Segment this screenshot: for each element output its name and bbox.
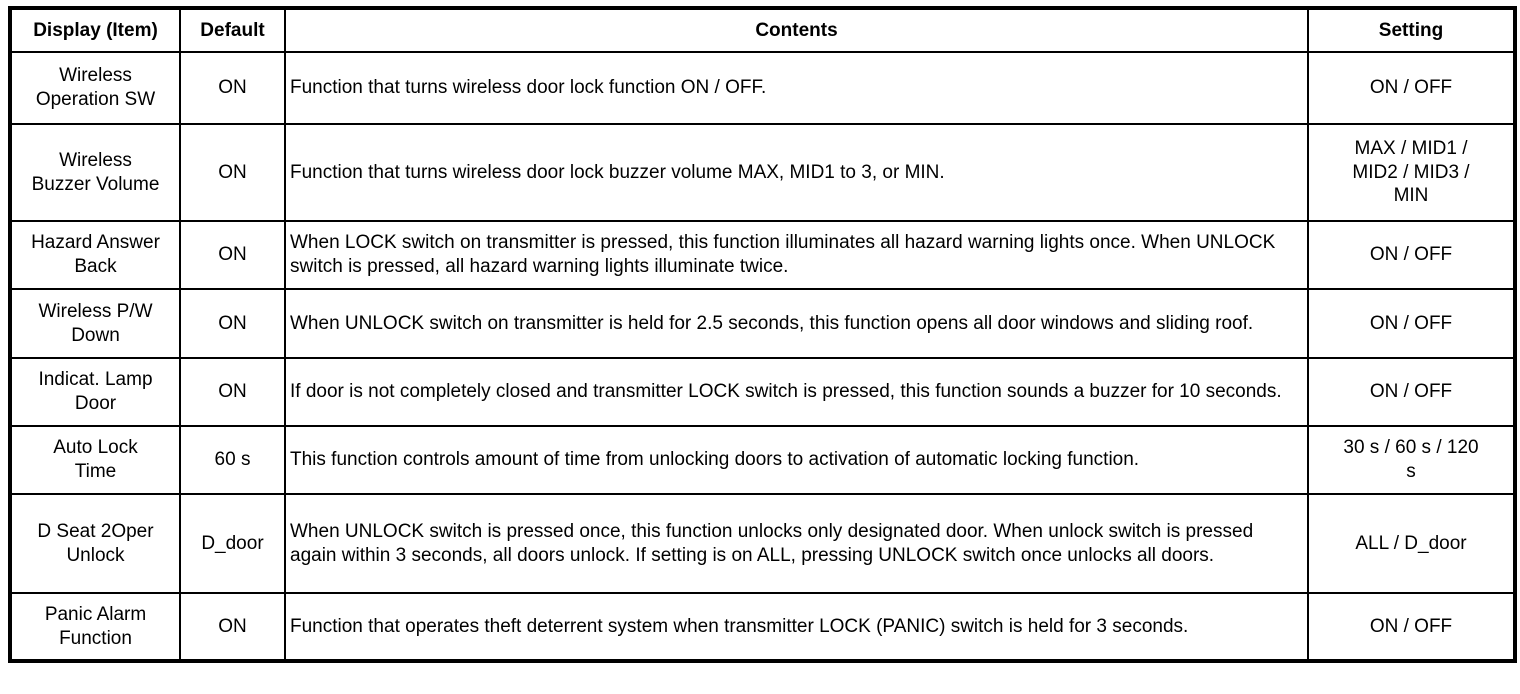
contents-cell: If door is not completely closed and tra… [284, 357, 1309, 427]
item-cell: Auto Lock Time [9, 425, 181, 495]
item-cell: Wireless Buzzer Volume [9, 123, 181, 222]
table-row: Wireless P/W Down ON When UNLOCK switch … [9, 288, 1516, 359]
item-cell: Panic Alarm Function [9, 592, 181, 662]
table-header-row: Display (Item) Default Contents Setting [9, 7, 1516, 53]
table-row: Auto Lock Time 60 s This function contro… [9, 425, 1516, 495]
item-cell: Indicat. Lamp Door [9, 357, 181, 427]
item-cell: Hazard Answer Back [9, 220, 181, 290]
contents-cell: Function that turns wireless door lock f… [284, 51, 1309, 125]
default-cell: ON [179, 357, 286, 427]
contents-cell: This function controls amount of time fr… [284, 425, 1309, 495]
setting-cell: ON / OFF [1307, 220, 1516, 290]
contents-cell: When UNLOCK switch on transmitter is hel… [284, 288, 1309, 359]
default-cell: ON [179, 288, 286, 359]
setting-cell: 30 s / 60 s / 120 s [1307, 425, 1516, 495]
setting-cell: ON / OFF [1307, 288, 1516, 359]
table-row: Hazard Answer Back ON When LOCK switch o… [9, 220, 1516, 290]
default-cell: ON [179, 220, 286, 290]
setting-cell: ON / OFF [1307, 51, 1516, 125]
default-cell: ON [179, 51, 286, 125]
table-row: Wireless Operation SW ON Function that t… [9, 51, 1516, 125]
contents-cell: Function that operates theft deterrent s… [284, 592, 1309, 662]
settings-table: Display (Item) Default Contents Setting … [8, 6, 1517, 663]
contents-cell: When LOCK switch on transmitter is press… [284, 220, 1309, 290]
default-cell: D_door [179, 493, 286, 594]
header-setting: Setting [1307, 7, 1516, 53]
setting-cell: ON / OFF [1307, 357, 1516, 427]
item-cell: Wireless Operation SW [9, 51, 181, 125]
table-row: D Seat 2Oper Unlock D_door When UNLOCK s… [9, 493, 1516, 594]
header-contents: Contents [284, 7, 1309, 53]
contents-cell: When UNLOCK switch is pressed once, this… [284, 493, 1309, 594]
setting-cell: ALL / D_door [1307, 493, 1516, 594]
header-display-item: Display (Item) [9, 7, 181, 53]
default-cell: 60 s [179, 425, 286, 495]
table-row: Panic Alarm Function ON Function that op… [9, 592, 1516, 662]
default-cell: ON [179, 592, 286, 662]
table-row: Wireless Buzzer Volume ON Function that … [9, 123, 1516, 222]
setting-cell: ON / OFF [1307, 592, 1516, 662]
header-default: Default [179, 7, 286, 53]
table-row: Indicat. Lamp Door ON If door is not com… [9, 357, 1516, 427]
default-cell: ON [179, 123, 286, 222]
contents-cell: Function that turns wireless door lock b… [284, 123, 1309, 222]
item-cell: D Seat 2Oper Unlock [9, 493, 181, 594]
item-cell: Wireless P/W Down [9, 288, 181, 359]
setting-cell: MAX / MID1 / MID2 / MID3 / MIN [1307, 123, 1516, 222]
